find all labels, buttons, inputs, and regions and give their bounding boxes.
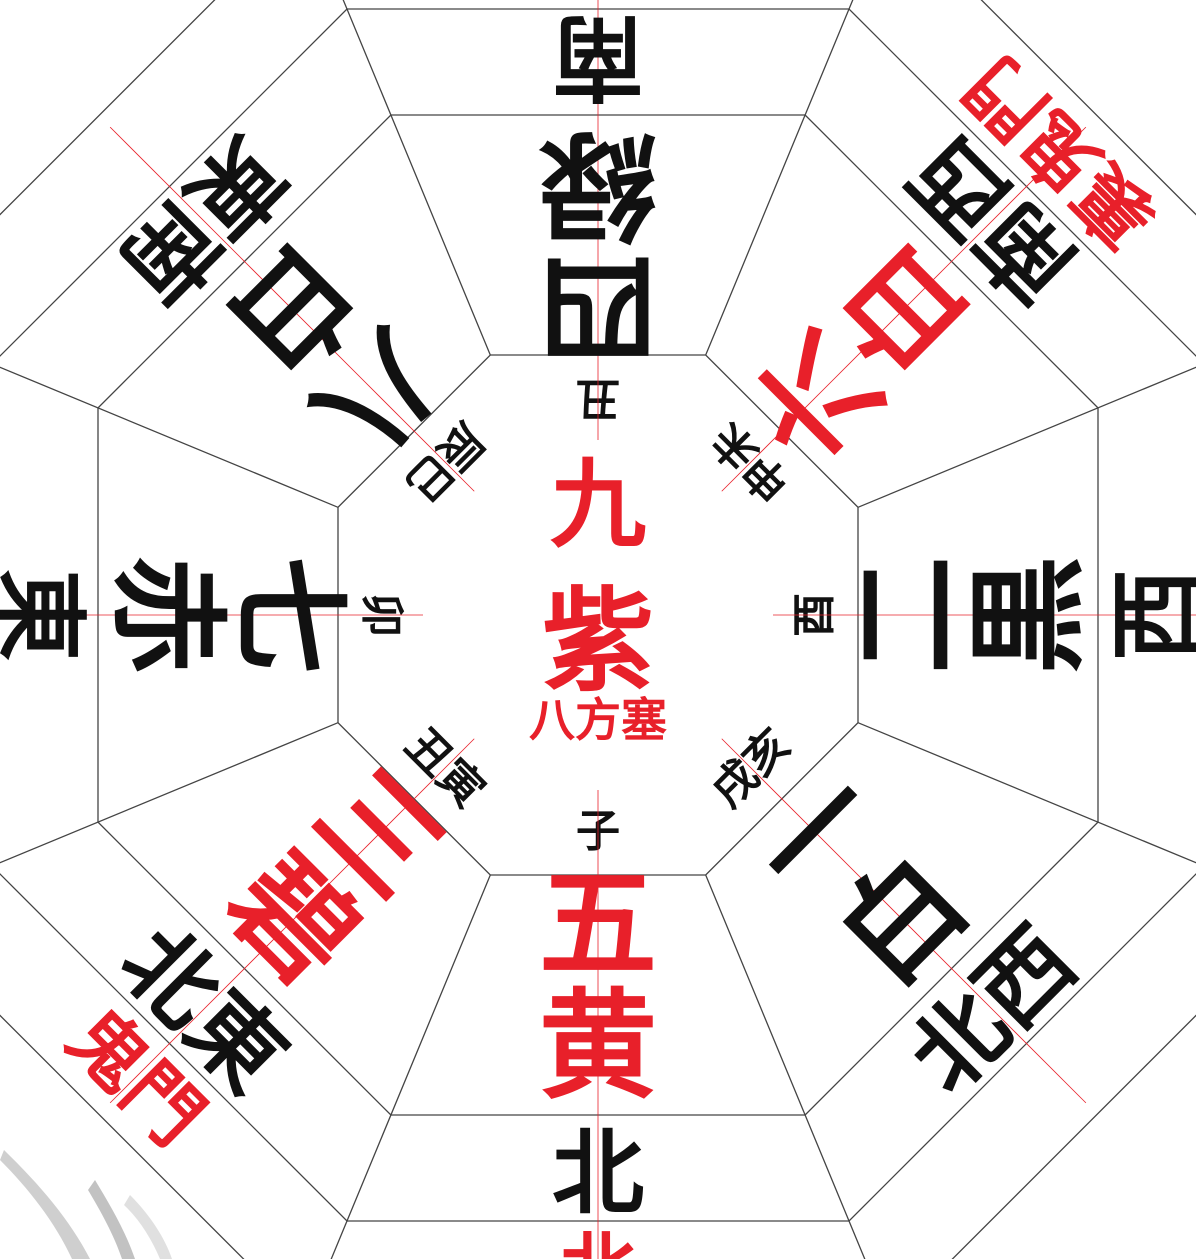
sector-southwest: 申未六白南西裏鬼門 <box>702 41 1172 511</box>
direction-label: 東 <box>0 569 94 661</box>
center-note: 八方塞 <box>529 693 667 747</box>
sector-west: 酉二黒西 <box>773 556 1196 674</box>
star-color: 緑 <box>538 115 657 254</box>
center-cell: 九 紫 八方塞 <box>529 448 667 747</box>
sector-divider <box>0 366 339 508</box>
sector-divider <box>330 874 491 1259</box>
star-number: 四 <box>539 237 657 376</box>
star-number: 五 <box>539 854 657 993</box>
star-color: 黄 <box>539 976 657 1115</box>
sector-east: 卯七赤東 <box>0 556 423 674</box>
center-star: 紫 <box>542 576 654 707</box>
sector-southeast: 辰巳八白東南 <box>100 117 494 511</box>
axis-guide-line <box>109 738 475 1104</box>
sector-north: 子五黄北北 <box>539 790 657 1259</box>
star-number: 二 <box>837 556 976 674</box>
sector-divider <box>857 722 1196 864</box>
sector-divider <box>705 874 866 1259</box>
direction-label: 西 <box>1102 569 1196 661</box>
extra-label: 北 <box>560 1224 636 1259</box>
star-color: 赤 <box>98 556 237 674</box>
axis-guide-line <box>721 126 1087 492</box>
star-number: 七 <box>220 556 359 674</box>
direction-label: 南 <box>552 3 644 111</box>
sector-divider <box>705 0 854 356</box>
star-color: 黒 <box>959 556 1098 674</box>
brush-stroke-decoration <box>0 1150 172 1259</box>
axis-guide-line <box>721 738 1087 1104</box>
sector-northwest: 戌亥一白北西 <box>702 719 1096 1113</box>
direction-label: 北 <box>552 1119 644 1227</box>
axis-guide-line <box>109 126 475 492</box>
sector-divider <box>0 722 339 864</box>
center-number: 九 <box>550 448 646 561</box>
sector-divider <box>342 0 491 356</box>
sector-northeast: 丑寅三碧北東鬼門 <box>51 719 494 1162</box>
sector-divider <box>857 366 1196 508</box>
